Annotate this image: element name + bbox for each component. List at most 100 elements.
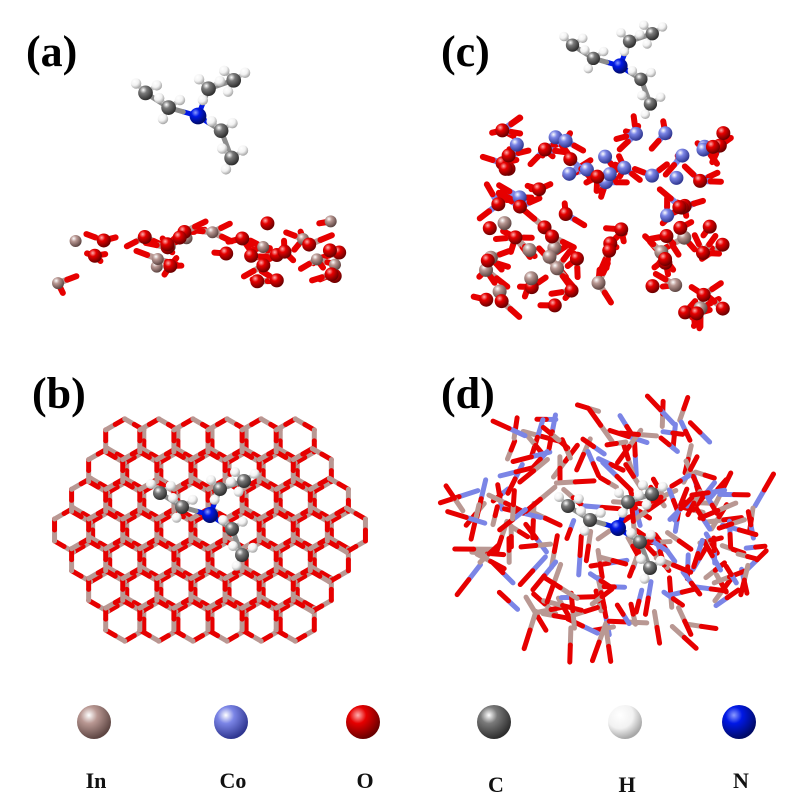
o-atom [219,246,234,261]
bond [530,554,548,574]
bond [636,431,659,439]
h-atom [225,476,236,487]
in-atom [310,253,323,266]
bond [708,586,729,594]
in-atom [591,275,606,290]
bond [658,435,672,448]
bond [506,425,528,439]
bond [478,477,489,502]
h-atom [230,467,240,477]
o-atom [673,220,688,235]
h-atom [206,116,217,127]
bond [496,182,513,195]
bond [603,628,612,649]
bond [559,437,569,452]
bond [596,266,603,280]
bond [518,543,539,550]
bond [633,598,642,615]
co-atom [675,148,690,163]
bond [715,500,739,514]
o-atom [172,230,187,245]
c-atom [201,81,216,97]
bond [736,527,759,538]
bond [500,228,513,238]
in-atom [151,252,164,265]
bond [648,537,671,554]
bond [526,195,543,206]
bond [662,162,678,178]
bond [598,422,615,444]
bond [599,586,615,600]
bond [623,462,637,479]
h-atom [206,475,216,485]
bond [562,442,580,464]
bond [83,231,99,241]
h-atom [641,499,652,510]
bond [745,509,754,528]
bond [567,625,574,648]
bond [527,153,541,168]
bond [57,284,66,296]
bond [513,465,535,475]
bond [521,627,533,652]
bond [629,170,643,183]
h-atom [642,39,652,49]
co-atom [558,133,573,148]
bond [534,417,546,440]
h-atom [595,507,606,518]
c-atom [645,487,659,501]
c-atom [645,27,659,41]
o-atom [672,200,687,215]
o-atom [614,222,629,237]
bond [583,176,595,186]
bond [631,166,647,176]
o-atom [260,216,275,231]
o-atom [558,207,573,222]
bond [567,642,573,665]
o-atom [479,292,494,307]
h-atom [637,90,647,101]
bond [604,440,619,448]
h-atom [222,86,234,97]
o-atom [705,139,720,154]
o-atom [689,306,704,321]
bond [616,153,625,165]
bond [571,216,588,229]
bond [690,197,707,207]
o-atom [163,258,178,273]
bond [738,577,747,598]
panel-label-d: (d) [441,369,495,418]
bond [551,561,564,586]
c-atom [622,34,637,48]
h-atom [197,94,209,106]
bond [625,433,650,446]
o-atom [256,258,271,273]
o-atom [531,182,546,197]
bond [586,406,604,428]
bond [619,232,627,245]
c-atom [643,561,657,575]
bond [495,482,503,500]
bond [721,515,744,523]
bond [469,549,491,556]
c-atom [224,150,239,166]
bond [571,142,587,154]
h-atom [579,525,590,536]
o-atom [602,243,617,258]
bond [247,237,260,247]
panel-label-b: (b) [32,369,86,418]
h-atom [619,46,630,57]
bond [531,456,550,474]
h-atom [218,515,228,525]
bond [507,305,523,320]
bond [711,535,717,553]
bond [761,471,776,493]
h-atom [165,480,176,491]
bond [574,451,586,473]
bond [630,113,638,129]
h-atom [616,28,626,38]
o-atom [537,142,552,157]
bond [466,562,484,583]
bond [618,430,642,437]
